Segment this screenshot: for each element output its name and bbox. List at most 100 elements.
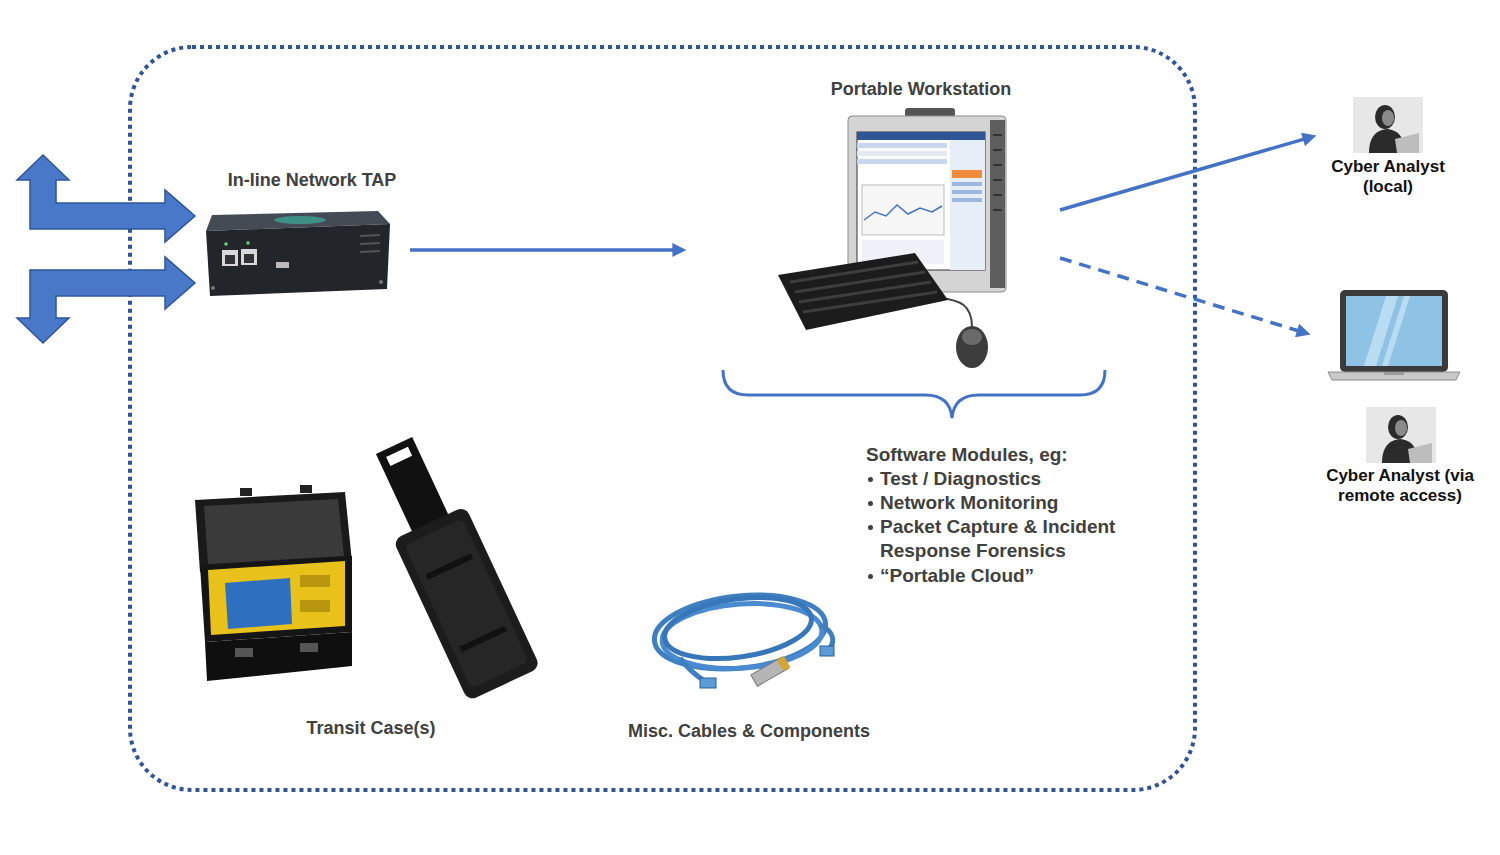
connector-arrow	[410, 248, 675, 252]
cables-and-sfp	[651, 587, 834, 688]
portable-workstation	[864, 205, 942, 220]
portable-workstation	[990, 120, 1005, 288]
portable-workstation	[993, 179, 1002, 181]
analyst-icon	[1375, 105, 1395, 129]
analyst-icon	[1353, 97, 1423, 153]
network-tap-device	[360, 235, 380, 236]
network-tap-device	[360, 251, 380, 252]
portable-workstation	[790, 262, 918, 282]
transit-cases	[425, 553, 473, 580]
diagram-node: Portable Workstation	[688, 75, 1060, 370]
transit-cases	[386, 447, 412, 466]
annotation-label: Transit Case(s)	[261, 716, 481, 740]
annotation-text: Transit Case(s)	[261, 716, 481, 740]
bullet-item: Packet Capture & Incident Response Foren…	[866, 515, 1128, 563]
bullet-dot	[868, 477, 873, 482]
bullet-item: Network Monitoring	[866, 491, 1166, 515]
network-tap-device	[206, 211, 390, 296]
portable-workstation	[857, 151, 947, 156]
cables-and-sfp	[700, 678, 716, 688]
network-tap-device	[224, 242, 228, 246]
network-tap-device	[206, 224, 390, 296]
analyst-icon	[1366, 407, 1436, 463]
bullet-dot	[868, 574, 873, 579]
portable-workstation	[857, 159, 947, 164]
annotation-label: Software Modules, eg:	[866, 443, 1166, 467]
transit-cases	[357, 429, 541, 701]
analyst-icon	[1395, 133, 1419, 153]
annotation-label: Misc. Cables & Components	[589, 719, 909, 743]
network-tap-device	[246, 241, 250, 245]
transit-cases	[205, 632, 352, 681]
transit-cases	[300, 575, 330, 587]
system-boundary	[130, 47, 1195, 790]
transit-cases	[300, 485, 312, 493]
laptop	[1328, 372, 1460, 380]
laptop	[1340, 290, 1448, 372]
portable-workstation	[993, 209, 1002, 211]
transit-cases	[204, 499, 344, 564]
cables-and-sfp	[820, 646, 834, 656]
node-label: In-line Network TAP	[228, 170, 397, 192]
annotation-text: Software Modules, eg:	[866, 443, 1166, 467]
network-tap-device	[276, 262, 289, 268]
portable-workstation	[956, 326, 988, 368]
transit-cases	[208, 561, 345, 635]
portable-workstation	[857, 143, 947, 148]
portable-workstation	[778, 108, 1006, 368]
portable-workstation	[952, 170, 982, 178]
laptop	[1382, 296, 1410, 366]
module-item: Test / Diagnostics	[880, 467, 1041, 491]
network-tap-device	[211, 286, 215, 290]
analyst-icon	[1366, 407, 1436, 463]
portable-workstation	[940, 298, 972, 327]
cables-and-sfp	[661, 589, 816, 667]
analyst-icon	[1353, 97, 1423, 153]
portable-workstation	[799, 282, 931, 302]
portable-workstation	[857, 132, 985, 140]
network-tap-device	[274, 216, 326, 224]
analyst-icon	[1395, 420, 1407, 436]
network-tap-device	[244, 254, 254, 263]
laptop	[1364, 296, 1398, 366]
network-link-arrows	[17, 155, 195, 242]
node-label: Portable Workstation	[831, 79, 1012, 101]
portable-workstation	[952, 190, 982, 194]
diagram-node: In-line Network TAP	[200, 166, 410, 300]
portable-workstation	[857, 132, 985, 270]
diagram-node: Cyber Analyst (local)	[1318, 95, 1458, 207]
portable-workstation	[795, 272, 925, 292]
cables-and-sfp	[777, 656, 790, 671]
laptop	[1346, 296, 1442, 366]
portable-workstation	[803, 292, 937, 312]
portable-workstation	[962, 329, 982, 345]
node-label: Cyber Analyst (local)	[1322, 157, 1454, 198]
portable-workstation	[993, 194, 1002, 196]
transit-cases	[225, 578, 292, 629]
cables-and-sfp	[651, 587, 830, 677]
portable-workstation	[778, 253, 948, 330]
portable-workstation	[993, 164, 1002, 166]
transit-cases	[300, 600, 330, 612]
bullet-dot	[868, 501, 873, 506]
bullet-item: Test / Diagnostics	[866, 467, 1166, 491]
portable-workstation	[993, 134, 1002, 136]
transit-cases	[200, 556, 352, 642]
cables-and-sfp	[751, 656, 790, 686]
portable-workstation	[993, 149, 1002, 151]
diagram-node: Cyber Analyst (via remote access)	[1312, 288, 1488, 513]
analyst-icon	[1408, 443, 1432, 463]
portable-workstation	[950, 140, 985, 270]
network-link-arrows	[17, 257, 195, 343]
portable-workstation	[862, 185, 944, 235]
transit-cases	[300, 643, 318, 652]
module-item: Packet Capture & Incident Response Foren…	[880, 515, 1128, 563]
bullet-dot	[868, 525, 873, 530]
laptop	[1328, 290, 1460, 380]
transit-cases	[195, 429, 541, 701]
transit-cases	[459, 626, 507, 653]
node-label: Cyber Analyst (via remote access)	[1316, 466, 1484, 507]
analyst-icon	[1382, 110, 1394, 126]
